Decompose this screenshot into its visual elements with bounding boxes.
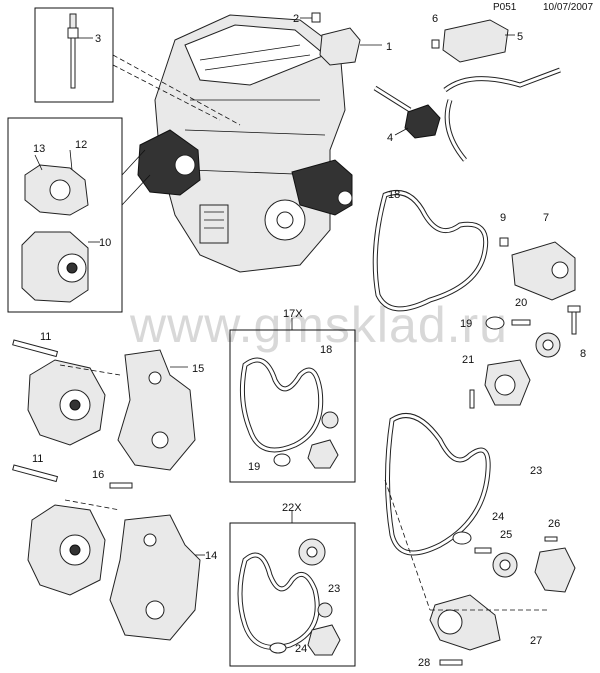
callout-15: 15 [192, 363, 204, 375]
callout-13: 13 [33, 143, 45, 155]
callout-19-box: 19 [248, 461, 260, 473]
alternator-parts-box [7, 117, 123, 313]
starter-7 [499, 237, 581, 335]
callout-6: 6 [432, 13, 438, 25]
tensioner-lower-right [384, 479, 576, 666]
callout-11-bottom: 11 [32, 453, 43, 465]
callout-7: 7 [543, 212, 549, 224]
callout-26: 26 [548, 518, 560, 530]
alternator-bracket-14 [12, 464, 205, 641]
control-unit-5 [431, 19, 515, 63]
callout-18-box: 18 [320, 344, 332, 356]
callout-25: 25 [500, 529, 512, 541]
callout-4: 4 [387, 132, 393, 144]
callout-14: 14 [205, 550, 217, 562]
callout-11-top: 11 [40, 331, 51, 343]
callout-17x: 17X [283, 308, 303, 320]
belt-18-large [372, 190, 489, 312]
alternator-bracket-15 [12, 339, 196, 471]
callout-3: 3 [95, 33, 101, 45]
callout-10: 10 [99, 237, 111, 249]
engine-block [112, 14, 353, 273]
pipes-valve-4 [373, 67, 561, 162]
callout-24-box: 24 [295, 643, 307, 655]
callout-12: 12 [75, 139, 87, 151]
page-date: 10/07/2007 [543, 2, 594, 13]
callout-19-right: 19 [460, 318, 472, 330]
callout-18-top: 18 [388, 189, 400, 201]
pulleys-right [469, 316, 561, 409]
callout-9: 9 [500, 212, 506, 224]
glow-plug-box [34, 7, 114, 103]
callout-20: 20 [515, 297, 527, 309]
callout-23-right: 23 [530, 465, 542, 477]
callout-1: 1 [386, 41, 392, 53]
belt-23-large [385, 413, 491, 556]
bracket-1 [300, 12, 382, 66]
kit-22x-box [229, 510, 356, 667]
callout-24-right: 24 [492, 511, 504, 523]
callout-22x: 22X [282, 502, 302, 514]
callout-2: 2 [293, 13, 299, 25]
page-code: P051 [493, 2, 517, 13]
kit-17x-box [229, 318, 356, 483]
callout-8: 8 [580, 348, 586, 360]
callout-21: 21 [462, 354, 474, 366]
callout-23-box: 23 [328, 583, 340, 595]
callout-16: 16 [92, 469, 104, 481]
callout-28: 28 [418, 657, 430, 669]
callouts: 3 2 1 6 5 4 12 13 10 18 9 7 20 19 8 21 1… [32, 13, 586, 669]
watermark: www.gmsklad.ru [130, 297, 508, 353]
callout-5: 5 [517, 31, 523, 43]
callout-27: 27 [530, 635, 542, 647]
